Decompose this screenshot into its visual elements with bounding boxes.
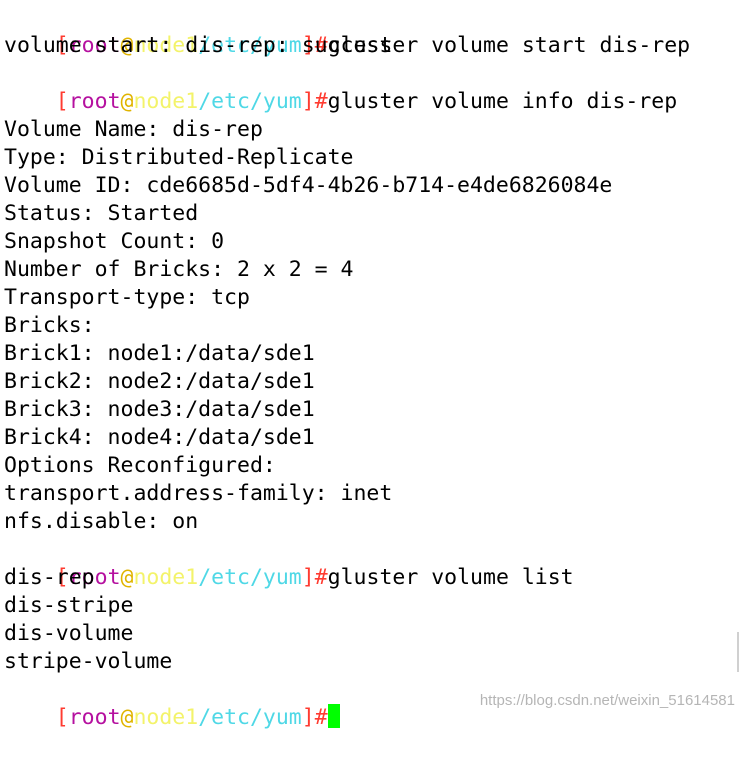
output-line: Brick3: node3:/data/sde1 (4, 397, 315, 422)
prompt-user: root (68, 705, 121, 730)
prompt-close-bracket: ] (301, 705, 315, 730)
prompt-host: node1 (133, 89, 199, 114)
prompt-hash: # (314, 705, 328, 730)
output-line: Brick2: node2:/data/sde1 (4, 369, 315, 394)
prompt-hash: # (314, 565, 328, 590)
output-line: dis-rep (4, 565, 95, 590)
output-line: volume start: dis-rep: success (4, 33, 393, 58)
output-line: stripe-volume (4, 649, 173, 674)
prompt-user: root (68, 89, 121, 114)
terminal-window[interactable]: [root@node1/etc/yum]#gluster volume star… (0, 0, 739, 730)
prompt-path: /etc/yum (198, 89, 302, 114)
scrollbar[interactable] (737, 632, 739, 672)
prompt-line-1: [root@node1/etc/yum]#gluster volume star… (4, 4, 739, 58)
prompt-path: /etc/yum (198, 565, 302, 590)
prompt-host: node1 (133, 705, 199, 730)
prompt-at: @ (120, 89, 134, 114)
prompt-hash: # (314, 33, 328, 58)
output-line: Volume ID: cde6685d-5df4-4b26-b714-e4de6… (4, 173, 613, 198)
prompt-open-bracket: [ (55, 89, 69, 114)
output-line: Volume Name: dis-rep (4, 117, 263, 142)
prompt-open-bracket: [ (55, 33, 69, 58)
prompt-hash: # (314, 89, 328, 114)
prompt-at: @ (120, 705, 134, 730)
prompt-close-bracket: ] (301, 89, 315, 114)
output-line: Status: Started (4, 201, 199, 226)
prompt-at: @ (120, 33, 134, 58)
output-line: dis-volume (4, 621, 134, 646)
prompt-open-bracket: [ (55, 565, 69, 590)
prompt-host: node1 (133, 565, 199, 590)
prompt-open-bracket: [ (55, 705, 69, 730)
output-line: Snapshot Count: 0 (4, 229, 225, 254)
command-text: gluster volume info dis-rep (327, 89, 678, 114)
prompt-line-2: [root@node1/etc/yum]#gluster volume info… (4, 60, 739, 114)
output-line: dis-stripe (4, 593, 134, 618)
prompt-at: @ (120, 565, 134, 590)
prompt-user: root (68, 33, 121, 58)
prompt-user: root (68, 565, 121, 590)
command-text: gluster volume list (327, 565, 574, 590)
prompt-path: /etc/yum (198, 33, 302, 58)
output-line: Number of Bricks: 2 x 2 = 4 (4, 257, 354, 282)
prompt-line-3: [root@node1/etc/yum]#gluster volume list (4, 536, 739, 590)
output-line: transport.address-family: inet (4, 481, 393, 506)
output-line: Brick1: node1:/data/sde1 (4, 341, 315, 366)
output-line: Transport-type: tcp (4, 285, 250, 310)
output-line: Bricks: (4, 313, 95, 338)
output-line: Brick4: node4:/data/sde1 (4, 425, 315, 450)
prompt-path: /etc/yum (198, 705, 302, 730)
output-line: Options Reconfigured: (4, 453, 276, 478)
watermark: https://blog.csdn.net/weixin_51614581 (479, 692, 735, 709)
terminal-cursor[interactable] (327, 704, 340, 728)
prompt-close-bracket: ] (301, 565, 315, 590)
output-line: nfs.disable: on (4, 509, 199, 534)
prompt-close-bracket: ] (301, 33, 315, 58)
prompt-host: node1 (133, 33, 199, 58)
command-text: gluster volume start dis-rep (327, 33, 691, 58)
output-line: Type: Distributed-Replicate (4, 145, 354, 170)
